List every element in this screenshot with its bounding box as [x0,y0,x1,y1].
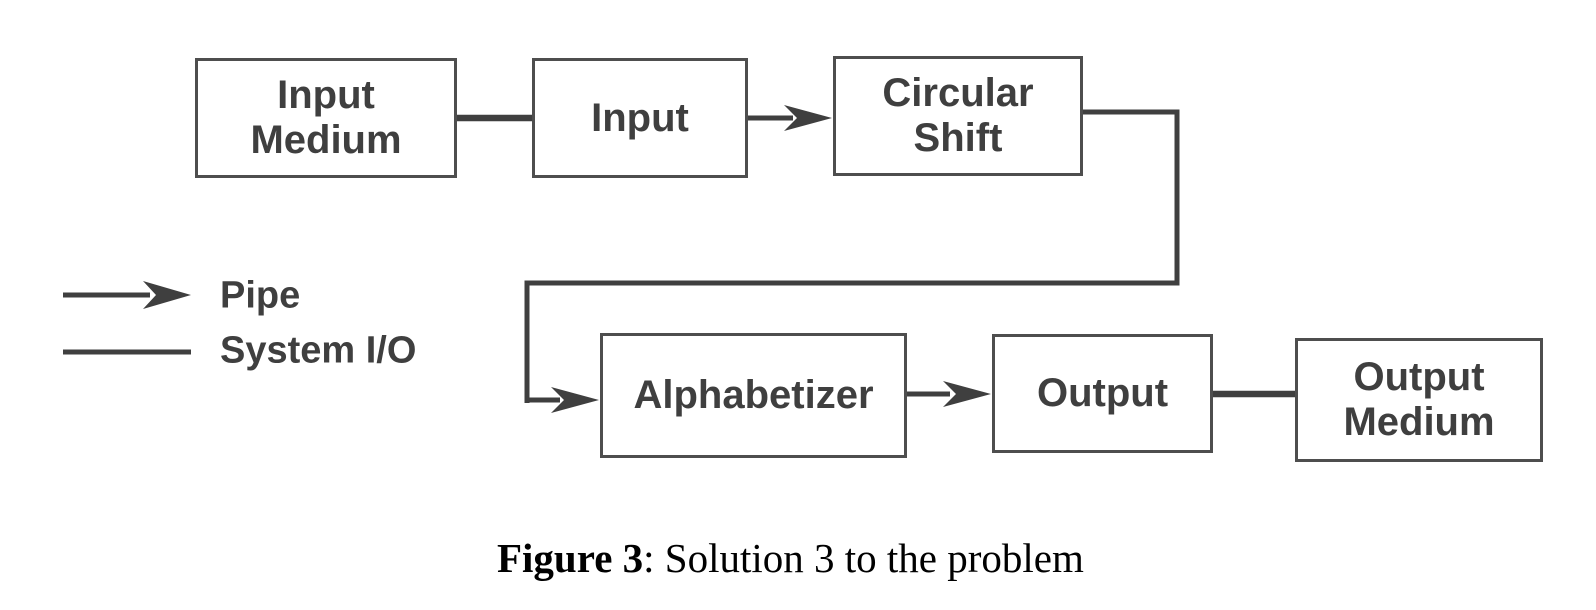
node-label: Alphabetizer [633,373,874,418]
node-label: Output [1036,371,1169,416]
node-input: Input [532,58,748,178]
node-label: Circular Shift [882,71,1034,160]
arrowhead-icon [551,387,599,413]
legend-item-pipe-label: Pipe [220,274,301,317]
arrowhead-icon [784,105,832,131]
node-label: Output Medium [1343,355,1495,444]
legend-item-system-io-label: System I/O [220,329,417,372]
node-output-medium: Output Medium [1295,338,1543,462]
arrowhead-icon [943,381,991,407]
node-circular-shift: Circular Shift [833,56,1083,176]
node-alphabetizer: Alphabetizer [600,333,907,458]
figure-caption-label: Figure 3 [497,535,644,581]
figure-caption: Figure 3: Solution 3 to the problem [497,533,1084,584]
node-input-medium: Input Medium [195,58,457,178]
figure-caption-text: : Solution 3 to the problem [643,535,1084,581]
pipe-path-circular-shift-to-alphabetizer [524,109,1180,403]
arrowhead-icon [143,281,191,309]
node-label: Input [591,95,689,140]
node-label: Input Medium [250,73,402,162]
node-output: Output [992,334,1213,453]
